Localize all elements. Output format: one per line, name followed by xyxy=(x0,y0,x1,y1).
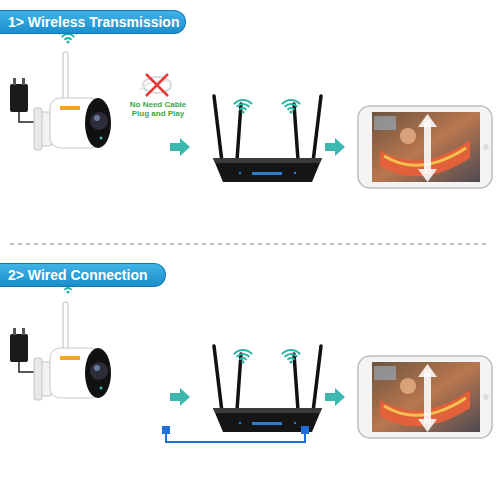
banner-text: 1> Wireless Transmission xyxy=(8,14,179,30)
ethernet-cable xyxy=(162,426,309,442)
banner-text: 2> Wired Connection xyxy=(8,267,148,283)
cable-note: No Need Cable Plug and Play xyxy=(126,100,190,118)
crossed-cable xyxy=(140,74,172,96)
wireless-section xyxy=(10,30,492,188)
divider-line xyxy=(10,244,490,245)
section-banner: 2> Wired Connection xyxy=(0,263,166,287)
wired-section xyxy=(10,280,492,438)
section-banner: 1> Wireless Transmission xyxy=(0,10,186,34)
